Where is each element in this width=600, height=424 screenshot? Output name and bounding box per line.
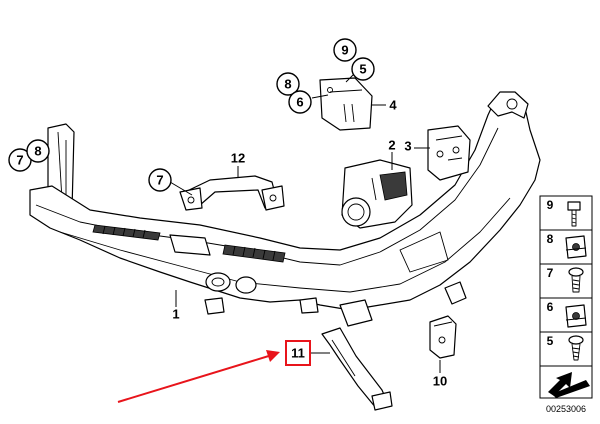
callout-9: 9	[333, 38, 357, 62]
highlight-label: 11	[291, 346, 305, 361]
legend-number-8: 8	[547, 232, 554, 246]
clip-nut-icon	[565, 235, 587, 259]
callout-12-label: 12	[231, 151, 245, 166]
red-arrow-icon	[117, 350, 280, 403]
self-tapping-screw-icon	[568, 335, 584, 361]
strap-bracket-part	[179, 175, 285, 211]
legend-row-9: 9	[539, 195, 593, 231]
mount-bracket-part	[427, 125, 471, 181]
callout-7-strap: 7	[148, 168, 172, 192]
callout-7b-label: 7	[16, 153, 23, 168]
rib-section-center	[222, 244, 286, 263]
highlight-callout-11: 11	[285, 340, 311, 366]
callout-3-label: 3	[404, 139, 411, 154]
rib-section-left	[92, 224, 161, 241]
support-bracket-part	[321, 327, 393, 411]
callout-8: 8	[276, 72, 300, 96]
document-number: 00253006	[546, 404, 586, 414]
callout-5-label: 5	[359, 62, 366, 77]
legend-number-5: 5	[547, 334, 554, 348]
fastener-legend: 9 8 7	[539, 195, 593, 414]
arrow-stamp-icon	[548, 372, 590, 398]
legend-number-9: 9	[547, 198, 554, 212]
callout-4-label: 4	[389, 98, 397, 113]
legend-row-5: 5	[539, 331, 593, 367]
callout-1-label: 1	[172, 307, 179, 322]
legend-row-7: 7	[539, 263, 593, 299]
callout-6: 6	[288, 90, 312, 114]
sensor-housing-part	[341, 159, 413, 229]
clip-nut-icon	[565, 304, 587, 328]
callout-10-label: 10	[433, 374, 447, 389]
screw-icon	[568, 267, 584, 293]
callout-6-label: 6	[296, 95, 303, 110]
legend-footer	[539, 365, 593, 399]
front-carrier-part	[29, 91, 541, 327]
callout-7-label: 7	[156, 173, 163, 188]
upper-bracket-part	[319, 77, 373, 131]
leader-lines	[169, 67, 441, 373]
small-bracket-part	[429, 315, 457, 359]
callout-8b-label: 8	[34, 144, 41, 159]
callout-9-label: 9	[341, 43, 348, 58]
callout-8-label: 8	[284, 77, 291, 92]
callout-8-carrier: 8	[26, 139, 50, 163]
callout-2-label: 2	[388, 138, 395, 153]
bolt-icon	[567, 201, 581, 227]
legend-number-7: 7	[547, 266, 554, 280]
legend-number-6: 6	[547, 300, 554, 314]
callout-5: 5	[351, 57, 375, 81]
legend-row-6: 6	[539, 297, 593, 333]
legend-row-8: 8	[539, 229, 593, 265]
